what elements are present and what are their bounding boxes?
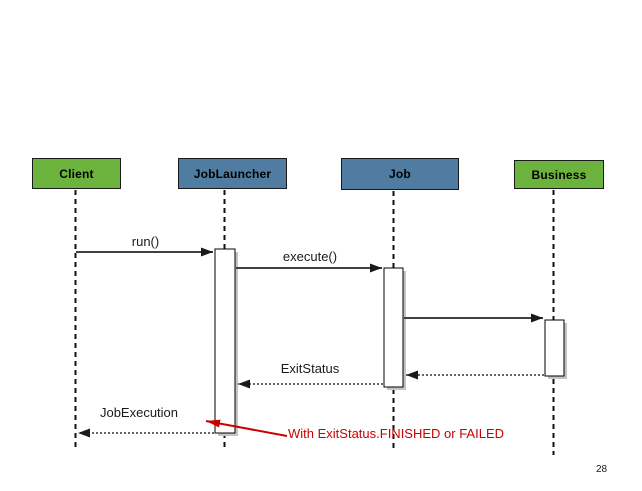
page-number: 28 [596,464,608,475]
participant-label-client: Client [59,166,94,181]
message-label-exitstatus: ExitStatus [280,361,340,376]
message-label-run: run() [131,234,160,249]
participant-box-job: Job [341,158,459,190]
message-label-execute: execute() [282,249,338,264]
participant-box-joblauncher: JobLauncher [178,158,287,189]
activation-bar-job [383,267,404,388]
participant-label-business: Business [531,167,587,182]
participant-box-business: Business [514,160,604,189]
annotation-text: With ExitStatus.FINISHED or FAILED [288,426,504,441]
message-label-jobexecution: JobExecution [99,405,179,420]
participant-label-job: Job [389,167,411,181]
activation-bar-business [544,319,565,377]
participant-label-joblauncher: JobLauncher [193,166,272,181]
participant-box-client: Client [32,158,121,189]
activation-bar-joblauncher [214,248,236,434]
annotation-pointer-arrow [205,419,288,437]
